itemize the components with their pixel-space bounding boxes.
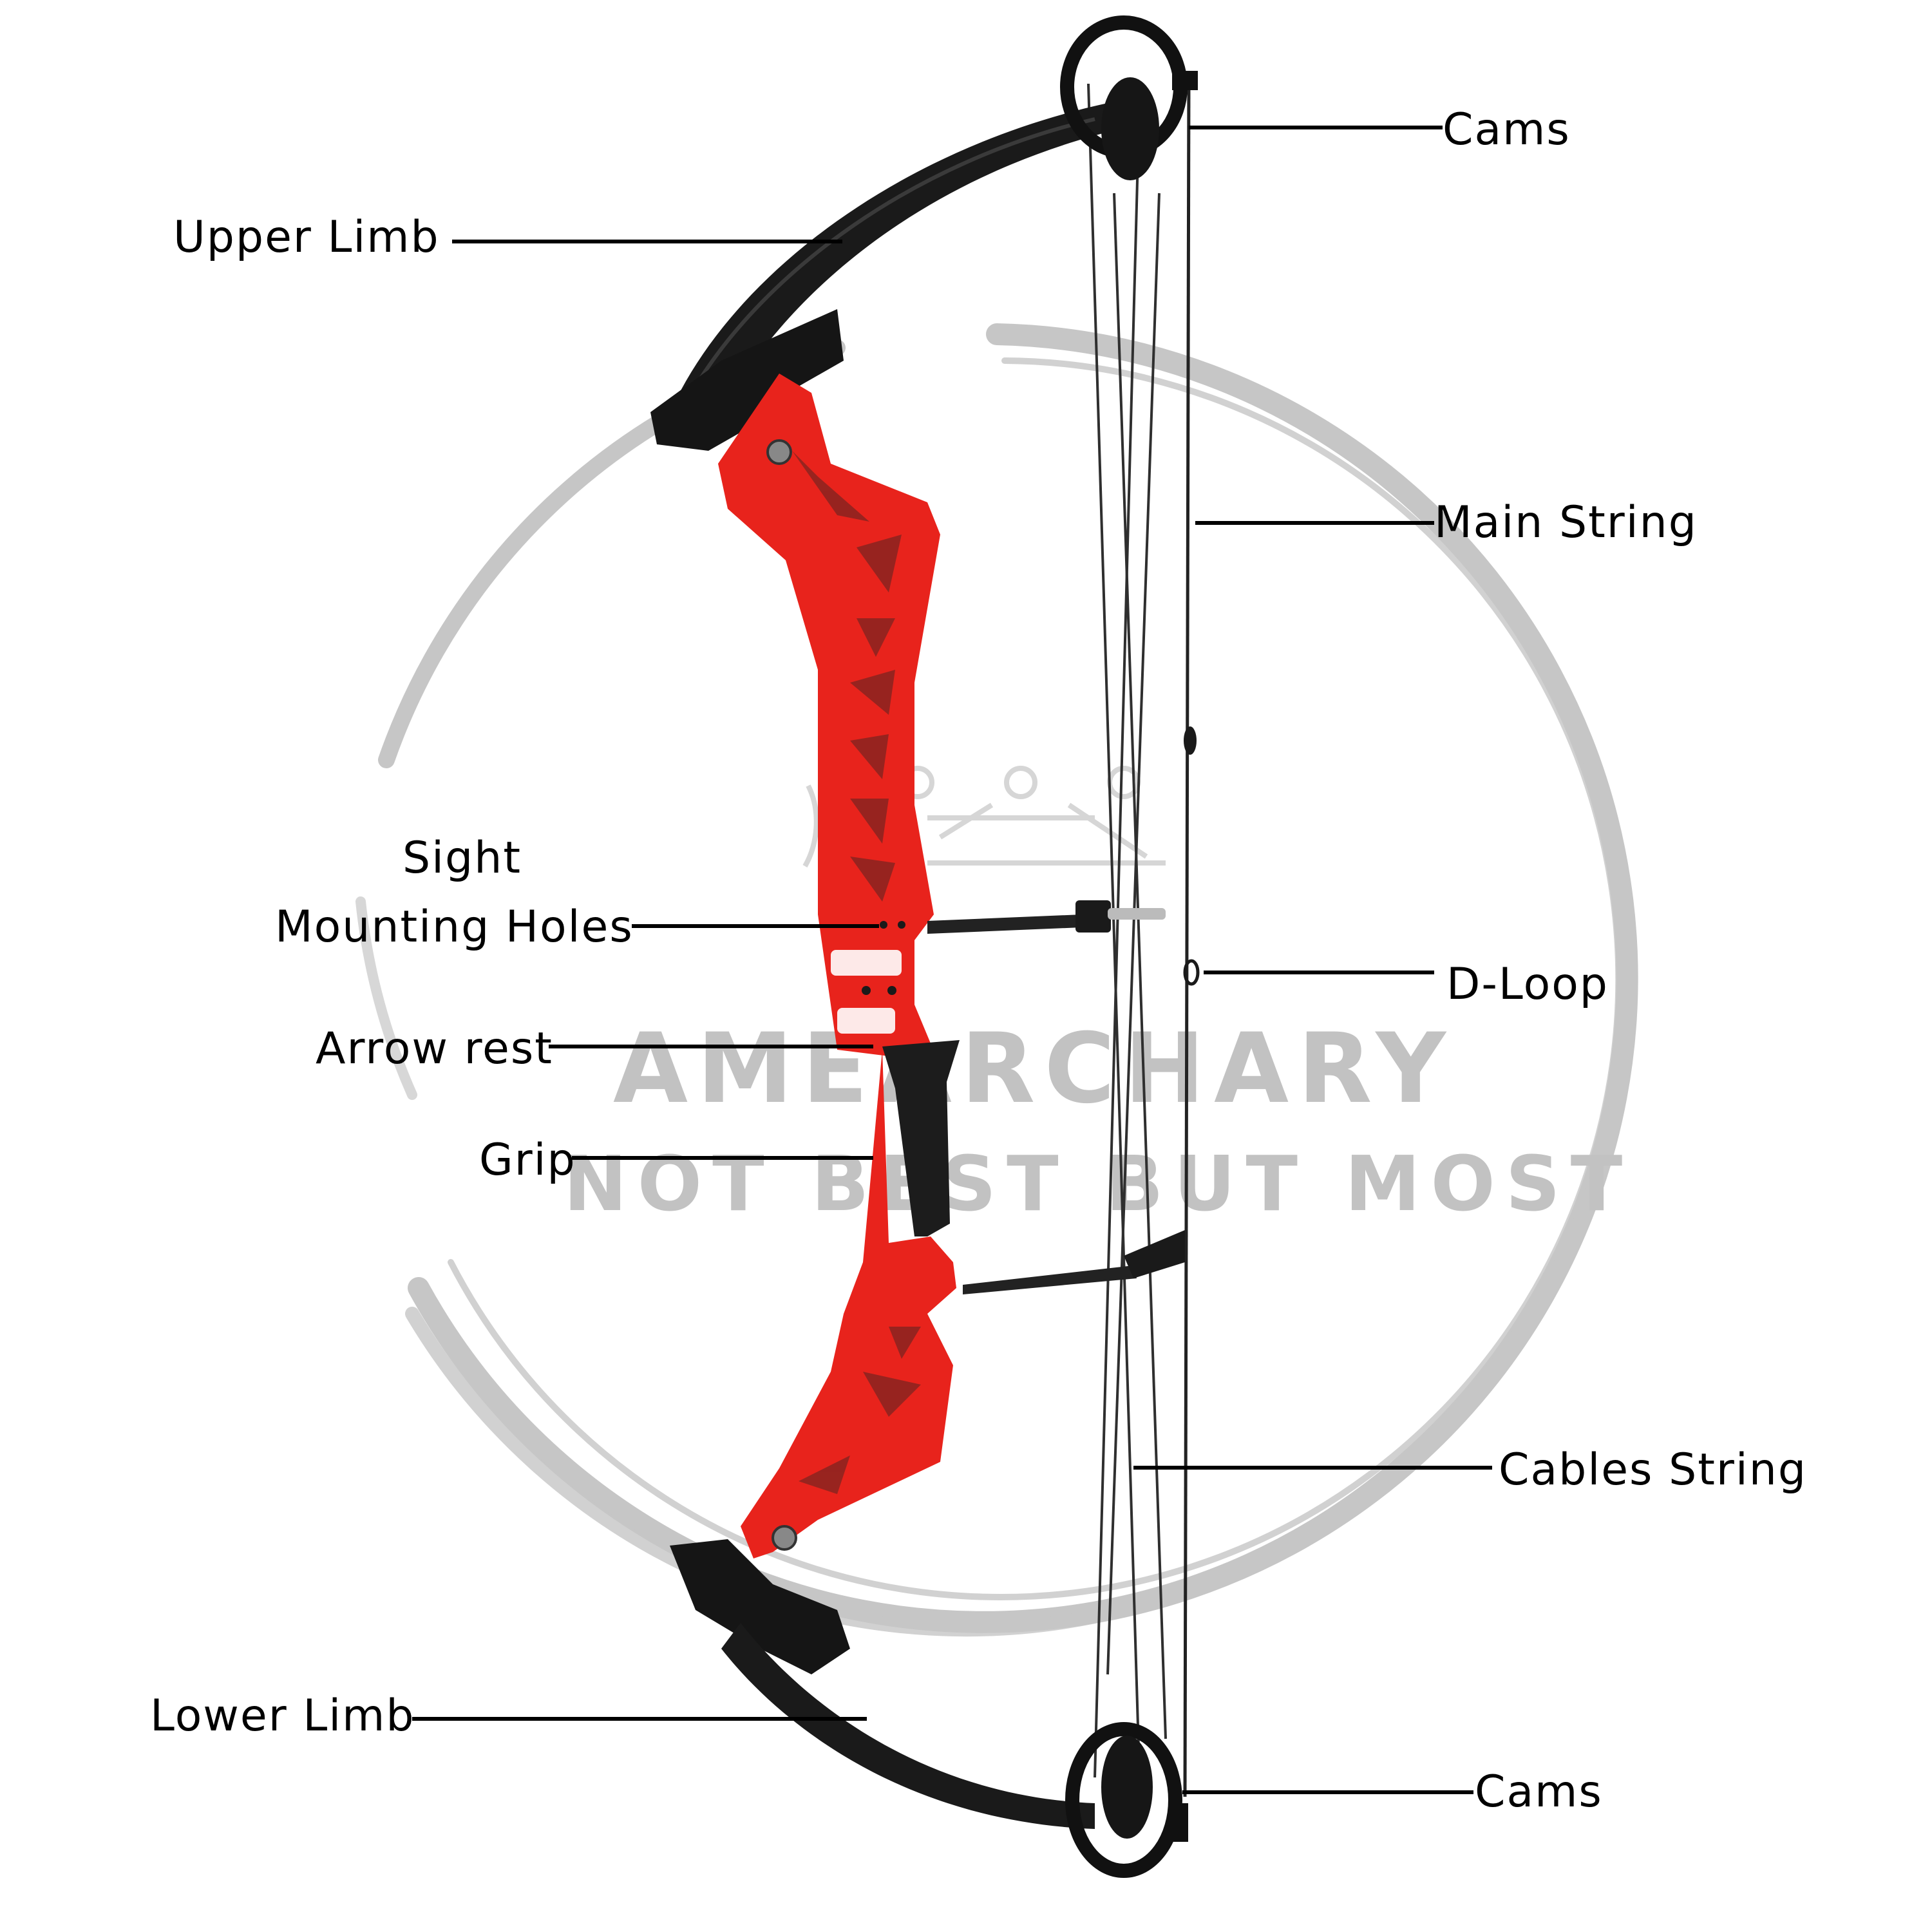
- riser-icon: [718, 374, 940, 1056]
- main-string-leader: [1195, 521, 1434, 525]
- label-cams-top: Cams: [1443, 104, 1571, 155]
- watermark-brand: AMEARCHARY: [613, 1013, 1455, 1125]
- label-cables-string: Cables String: [1499, 1444, 1808, 1495]
- cables-string-leader: [1133, 1466, 1492, 1470]
- label-grip: Grip: [479, 1135, 576, 1186]
- cams-top-leader: [1189, 126, 1443, 129]
- main-string-icon: [1183, 77, 1191, 1797]
- label-lower-limb: Lower Limb: [150, 1690, 415, 1741]
- sight-bar-icon: [927, 900, 1166, 934]
- cable-guard-icon: [963, 1230, 1185, 1294]
- label-cams-bottom: Cams: [1475, 1766, 1603, 1817]
- label-mounting-holes: Mounting Holes: [275, 902, 634, 952]
- grip-leader: [572, 1156, 873, 1160]
- cables-string-icon: [1087, 83, 1167, 1791]
- limb-bolt-icon: [766, 439, 792, 465]
- label-arrow-rest: Arrow rest: [316, 1023, 553, 1074]
- d-loop-leader: [1204, 971, 1434, 974]
- label-sight: Sight: [402, 833, 522, 884]
- lower-cam-icon: [1065, 1722, 1188, 1878]
- lower-limb-pocket-icon: [670, 1539, 850, 1674]
- upper-limb-leader: [452, 240, 842, 243]
- upper-cam-icon: [1060, 15, 1198, 180]
- d-loop-icon: [1183, 959, 1200, 986]
- sight-mounting-holes-icon: [862, 921, 905, 995]
- arrow-rest-leader: [549, 1045, 873, 1048]
- label-main-string: Main String: [1434, 497, 1698, 548]
- label-d-loop: D-Loop: [1446, 959, 1609, 1010]
- lower-limb-icon: [721, 1623, 1095, 1829]
- lower-limb-leader: [412, 1717, 867, 1721]
- sight-mounting-holes-leader: [632, 924, 879, 928]
- grip-icon: [882, 1040, 960, 1236]
- cams-bottom-leader: [1182, 1790, 1473, 1794]
- label-upper-limb: Upper Limb: [173, 212, 440, 263]
- upper-limb-pocket-icon: [650, 309, 844, 451]
- peep-sight-icon: [1184, 726, 1197, 755]
